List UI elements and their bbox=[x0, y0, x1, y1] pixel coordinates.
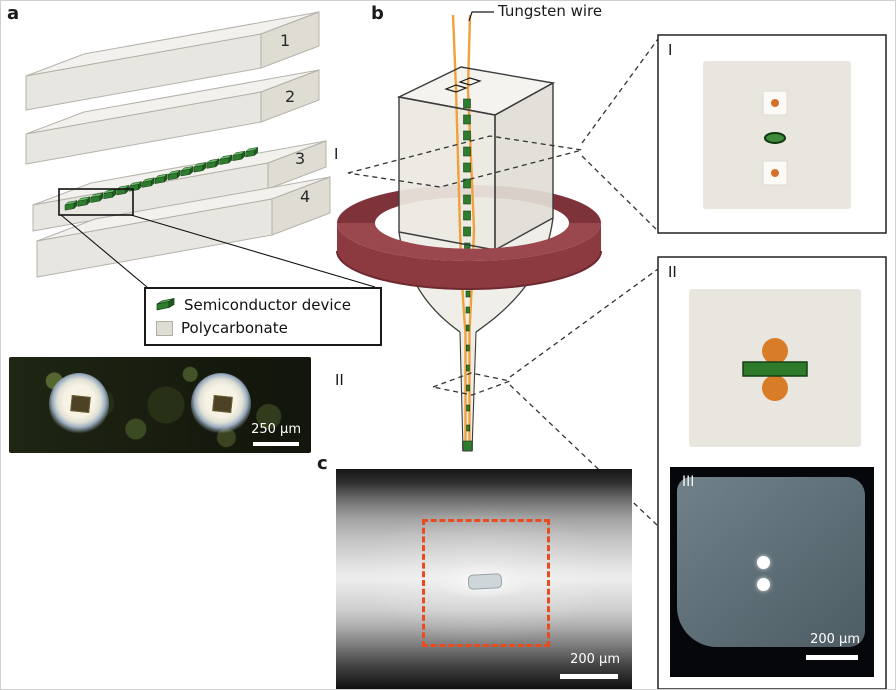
layer-number-2: 2 bbox=[285, 87, 296, 106]
chip-photo bbox=[70, 395, 91, 413]
section-plane-lines bbox=[347, 38, 659, 527]
device-highlight-box bbox=[422, 519, 550, 647]
fiber-section-photo bbox=[677, 477, 865, 647]
panel-b-label: b bbox=[371, 3, 384, 24]
callout-line-left bbox=[60, 214, 148, 288]
legend-polycarbonate-label: Polycarbonate bbox=[181, 319, 288, 337]
tungsten-wire-dot bbox=[771, 99, 779, 107]
panel-a-label: a bbox=[7, 3, 20, 24]
furnace-rim bbox=[337, 223, 601, 261]
layer-number-1: 1 bbox=[280, 31, 291, 50]
tungsten-wire-circle-bottom bbox=[762, 375, 788, 401]
device-pocket-photo bbox=[49, 373, 109, 435]
micrograph-fiber: 200 μm bbox=[336, 469, 632, 689]
section-i-label: I bbox=[334, 145, 339, 163]
fiber-tip-device bbox=[462, 440, 473, 452]
cross-section-inset-i bbox=[657, 34, 887, 234]
section-ii-label: II bbox=[335, 371, 344, 389]
tungsten-wire-pointer bbox=[468, 11, 494, 22]
legend: Semiconductor device Polycarbonate bbox=[144, 287, 382, 346]
device-stack-dashes bbox=[462, 98, 473, 452]
scale-text-iii: 200 μm bbox=[810, 632, 860, 647]
inset-iii-label: III bbox=[682, 474, 695, 490]
scale-text-a: 250 μm bbox=[251, 422, 301, 437]
scale-bar-c bbox=[560, 674, 618, 679]
device-pocket-photo bbox=[191, 373, 251, 435]
legend-semiconductor-label: Semiconductor device bbox=[184, 296, 351, 314]
callout-line-right bbox=[130, 214, 376, 288]
chip-photo bbox=[212, 395, 233, 413]
furnace-bottom-edge bbox=[336, 250, 602, 290]
scale-bar-a bbox=[253, 442, 299, 446]
inset-ii-label: II bbox=[668, 263, 677, 281]
tungsten-wires bbox=[451, 14, 476, 451]
layer-number-4: 4 bbox=[300, 187, 311, 206]
scale-text-c: 200 μm bbox=[570, 652, 620, 667]
layer-stack-drawing bbox=[25, 11, 331, 278]
device-callout-box bbox=[58, 188, 134, 216]
tungsten-wire-label: Tungsten wire bbox=[498, 2, 603, 20]
micrograph-cross-section: III 200 μm bbox=[670, 467, 874, 677]
legend-item-polycarbonate: Polycarbonate bbox=[156, 319, 370, 337]
scale-bar-iii bbox=[806, 655, 858, 660]
polycarbonate-icon bbox=[156, 320, 173, 336]
layer-number-3: 3 bbox=[295, 149, 306, 168]
tungsten-wire-dot bbox=[771, 169, 779, 177]
legend-item-semiconductor: Semiconductor device bbox=[156, 296, 370, 314]
wire-dot-photo bbox=[757, 578, 770, 591]
semiconductor-icon bbox=[156, 297, 175, 310]
furnace-body bbox=[337, 223, 601, 289]
device-bar bbox=[742, 361, 808, 377]
panel-c-label: c bbox=[317, 453, 328, 474]
wire-dot-photo bbox=[757, 556, 770, 569]
inset-i-label: I bbox=[668, 41, 673, 59]
tungsten-wire-circle-top bbox=[762, 338, 788, 364]
wire-entry-slots bbox=[444, 77, 482, 93]
device-cross-section bbox=[764, 132, 786, 144]
micrograph-devices: 250 μm bbox=[9, 357, 311, 453]
